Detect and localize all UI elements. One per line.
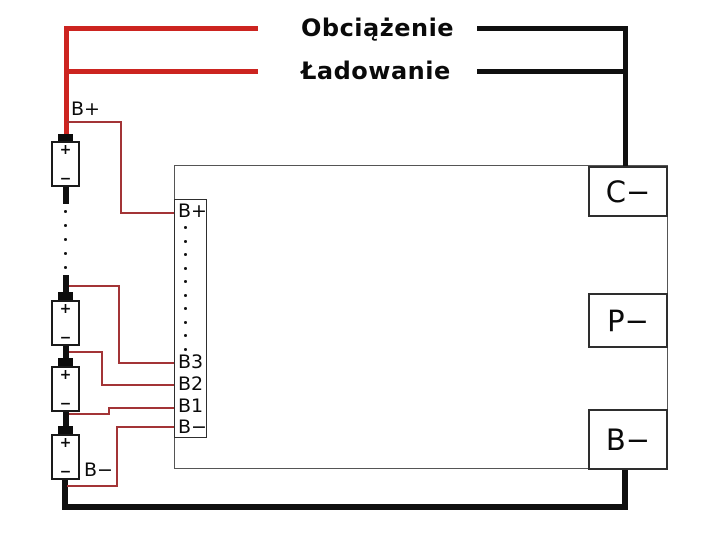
- bminus-sense-wire-v: [116, 426, 118, 487]
- terminal-c-minus: C−: [588, 166, 668, 217]
- bminus-vertical-wire: [622, 469, 628, 510]
- b1-sense-wire-h1: [67, 413, 110, 415]
- b3-sense-wire-h2: [118, 362, 175, 364]
- terminal-c-minus-label: C−: [605, 174, 651, 209]
- cell-plus-symbol: +: [59, 142, 72, 158]
- cell3-cell4-link: [63, 412, 69, 426]
- b1-sense-wire-v: [108, 407, 110, 415]
- b1-sense-wire-h2: [108, 407, 175, 409]
- bminus-sense-wire-h2: [116, 426, 175, 428]
- b2-sense-wire-h2: [101, 384, 175, 386]
- b2-sense-wire-h1: [67, 351, 103, 353]
- cell-plus-symbol: +: [59, 435, 72, 451]
- terminal-p-minus-label: P−: [607, 303, 649, 338]
- cell-minus-symbol: −: [59, 464, 72, 480]
- cell2-positive-cap: [58, 292, 73, 300]
- bms-board: [174, 165, 668, 469]
- load-wire-red: [64, 26, 258, 31]
- battery-cell-3: + −: [51, 366, 80, 412]
- terminal-b-minus: B−: [588, 409, 668, 470]
- terminal-p-minus: P−: [588, 293, 668, 348]
- load-label: Obciążenie: [301, 14, 455, 42]
- cminus-vertical-wire: [623, 26, 628, 166]
- pack-negative-drop-wire: [62, 480, 68, 510]
- pack-positive-wire: [64, 26, 69, 136]
- cell4-positive-cap: [58, 426, 73, 434]
- cell3-positive-cap: [58, 358, 73, 366]
- cell-minus-symbol: −: [59, 330, 72, 346]
- battery-chain-ellipsis: [64, 210, 67, 269]
- balance-connector: [174, 199, 207, 438]
- battery-cell-1: + −: [51, 141, 80, 187]
- connector-pin-b3: B3: [178, 351, 204, 373]
- charge-wire-red: [64, 69, 258, 74]
- battery-cell-4: + −: [51, 434, 80, 480]
- charge-wire-black: [477, 69, 626, 74]
- cell-plus-symbol: +: [59, 367, 72, 383]
- connector-ellipsis: [184, 226, 187, 351]
- bplus-sense-wire-h1: [67, 121, 122, 123]
- connector-pin-b1: B1: [178, 395, 204, 417]
- b3-sense-wire-h1: [67, 285, 120, 287]
- bplus-sense-wire-h2: [120, 212, 175, 214]
- terminal-b-minus-label: B−: [605, 422, 651, 457]
- load-wire-black: [477, 26, 628, 31]
- battery-cell-2: + −: [51, 300, 80, 346]
- cell1-negative-stub: [63, 187, 69, 204]
- connector-pin-b2: B2: [178, 373, 204, 395]
- bplus-sense-wire-v: [120, 121, 122, 214]
- cell-minus-symbol: −: [59, 396, 72, 412]
- charge-label: Ładowanie: [301, 57, 451, 85]
- connector-pin-bminus: B−: [178, 416, 207, 438]
- b2-sense-wire-v: [101, 351, 103, 386]
- cell2-positive-stub: [63, 275, 69, 292]
- pack-positive-label: B+: [71, 98, 100, 120]
- cell-plus-symbol: +: [59, 301, 72, 317]
- pack-negative-label: B−: [84, 459, 113, 481]
- cell-minus-symbol: −: [59, 171, 72, 187]
- connector-pin-bplus: B+: [178, 200, 207, 222]
- cell2-cell3-link: [63, 346, 69, 358]
- bminus-sense-wire-h1: [67, 485, 118, 487]
- bottom-negative-wire: [62, 504, 628, 510]
- b3-sense-wire-v: [118, 285, 120, 364]
- cell1-positive-cap: [58, 134, 73, 142]
